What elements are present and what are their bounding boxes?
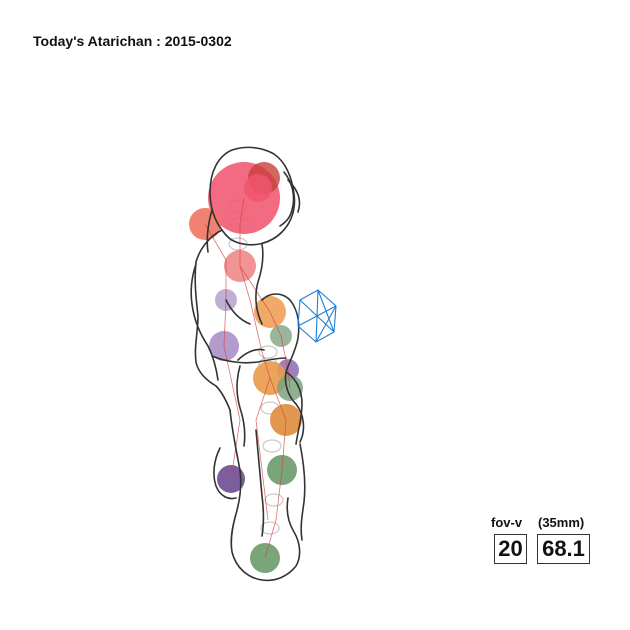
camera-gizmo-icon xyxy=(297,289,337,343)
fov-value-box[interactable]: 20 xyxy=(494,534,527,564)
arm-line xyxy=(204,223,241,480)
torso-right-outline xyxy=(255,243,264,325)
skeleton-lines xyxy=(204,197,291,559)
thigh-outline xyxy=(285,371,303,445)
hood-stroke xyxy=(206,209,213,253)
torso-left-outline xyxy=(194,229,231,411)
left-hand-low-outline xyxy=(213,447,237,500)
hair-strand-2 xyxy=(287,179,301,213)
sleeve-stroke xyxy=(225,299,251,325)
head-outline xyxy=(209,146,296,246)
joint-ring xyxy=(262,439,282,453)
arm-line-right xyxy=(239,265,291,389)
left-leg-outline xyxy=(229,409,301,582)
leg-line xyxy=(255,377,271,521)
lens-label: (35mm) xyxy=(538,515,585,530)
right-arm-outline xyxy=(261,293,305,443)
cloth-stroke xyxy=(237,348,265,361)
fov-label: fov-v xyxy=(491,515,523,530)
character-outline xyxy=(190,146,306,582)
lens-value-box[interactable]: 68.1 xyxy=(537,534,590,564)
hip-outline xyxy=(236,365,246,447)
joint-markers xyxy=(189,162,303,573)
head-accent-sphere xyxy=(244,174,272,202)
camera-readout-panel: fov-v (35mm) 20 68.1 xyxy=(488,514,598,574)
spine-line xyxy=(239,197,287,559)
waist-outline xyxy=(211,355,287,364)
joint-ring xyxy=(264,493,284,507)
shin-inner-outline xyxy=(255,429,265,537)
left-arm-outline xyxy=(190,263,219,381)
page-title: Today's Atarichan : 2015-0302 xyxy=(33,33,232,49)
joint-ring xyxy=(260,521,280,535)
right-leg-outline xyxy=(299,443,306,541)
